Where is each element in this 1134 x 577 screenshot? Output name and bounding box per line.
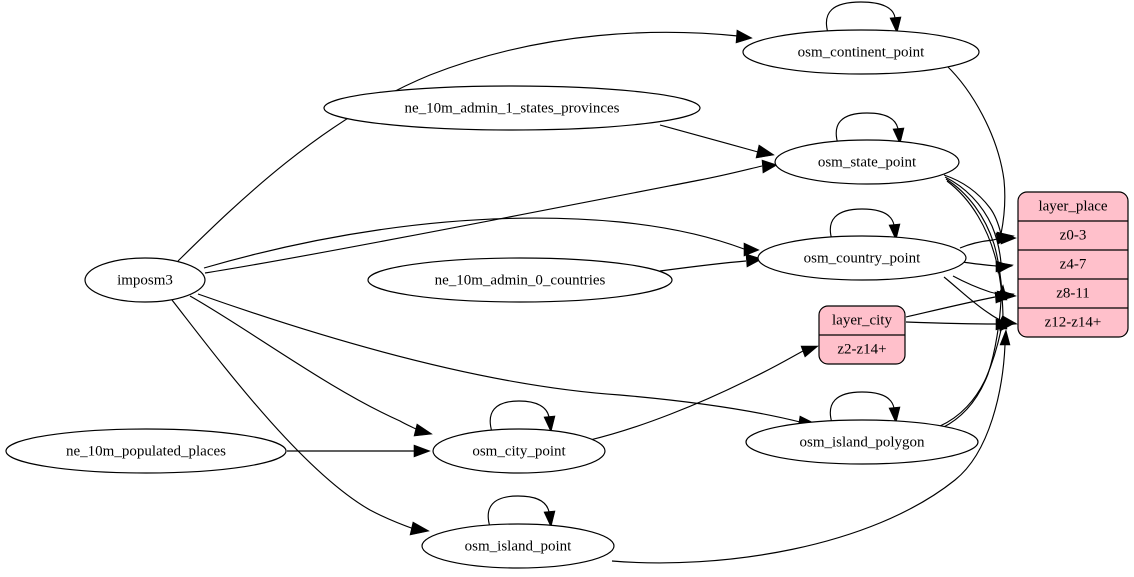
edge-imposm3-to-osm_island_point	[171, 299, 430, 536]
edge-osm_city_point-to-layer_city-z2-z14plus	[589, 345, 819, 441]
edge-imposm3-to-osm_continent_point	[177, 29, 753, 262]
table-node-osm-state-point[interactable]: osm_state_point	[774, 139, 960, 185]
self-loop-osm_city_point	[489, 400, 556, 433]
edge-layer	[171, 1, 1018, 564]
edge-osm_island_point-to-layer_place-z12-z14plus	[611, 329, 1011, 564]
self-loop-osm_island_point	[487, 495, 556, 528]
edge-imposm3-to-osm_country_point	[203, 217, 760, 269]
edge-osm_continent_point-to-layer_place-z0-3	[945, 64, 1015, 244]
edge-ne_places-to-osm_city_point	[287, 444, 431, 458]
self-loop-osm_country_point	[829, 208, 901, 241]
edge-imposm3-to-osm_island_polygon	[197, 293, 817, 429]
layer-node-layer-place[interactable]: layer_place z0-3 z4-7 z8-11 z12-z14+	[1017, 191, 1129, 338]
source-node-ne-states-provinces[interactable]: ne_10m_admin_1_states_provinces	[323, 85, 701, 131]
source-node-ne-populated-places[interactable]: ne_10m_populated_places	[5, 428, 287, 474]
edge-osm_country_point-to-layer_place-z12-z14plus	[943, 276, 1018, 327]
self-loop-osm_island_polygon	[829, 391, 901, 424]
table-node-osm-city-point[interactable]: osm_city_point	[432, 428, 606, 474]
edge-osm_country_point-to-layer_place-z4-7	[962, 260, 1013, 273]
edge-imposm3-to-osm_state_point	[204, 159, 778, 274]
source-node-imposm3[interactable]: imposm3	[84, 257, 206, 303]
table-node-osm-continent-point[interactable]: osm_continent_point	[742, 29, 980, 75]
table-node-osm-island-point[interactable]: osm_island_point	[421, 523, 615, 569]
table-node-osm-country-point[interactable]: osm_country_point	[757, 235, 967, 281]
edge-layer_city-to-layer_place-z8-11	[905, 291, 1013, 318]
edge-imposm3-to-osm_city_point	[189, 295, 433, 437]
source-node-ne-countries[interactable]: ne_10m_admin_0_countries	[367, 257, 673, 303]
edge-ne_states-to-osm_state_point	[659, 124, 775, 159]
table-node-osm-island-polygon[interactable]: osm_island_polygon	[745, 419, 979, 465]
edge-osm_island_polygon-to-layer_place-z12-z14plus	[939, 314, 1008, 427]
layer-node-layer-city[interactable]: layer_city z2-z14+	[818, 305, 906, 365]
self-loop-osm_state_point	[835, 112, 905, 145]
edge-ne_countries-to-osm_country_point	[659, 253, 763, 272]
edge-osm_country_point-to-layer_place-z0-3	[959, 232, 1017, 249]
self-loop-osm_continent_point	[825, 1, 902, 34]
